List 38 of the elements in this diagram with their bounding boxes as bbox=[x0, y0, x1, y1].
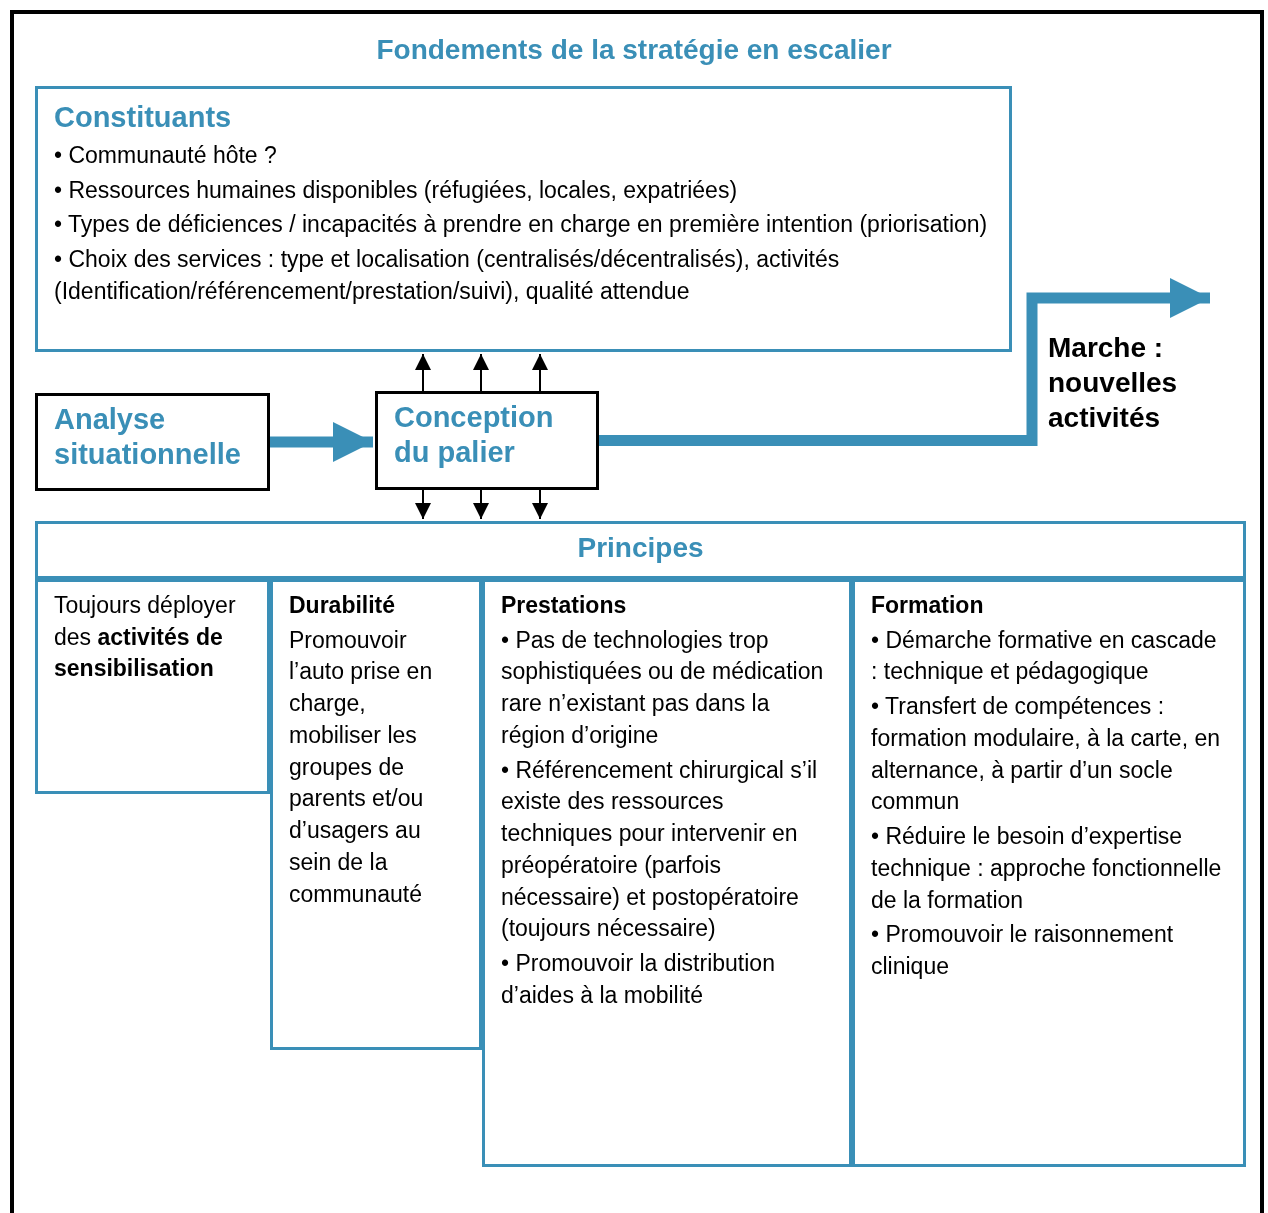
column-heading: Prestations bbox=[501, 591, 628, 620]
constituents-box bbox=[35, 86, 1012, 352]
bullet-item: • Démarche formative en cascade : technique et pédagogique bbox=[871, 625, 1218, 687]
box-heading: Constituants bbox=[54, 100, 233, 135]
thick-arrow bbox=[270, 422, 373, 462]
arrow bbox=[473, 489, 489, 520]
bullet-item: • Choix des services : type et localisation (centralisés/décentralisés), activités (Identification/référencement/prestation/suivi), qualité attendue bbox=[54, 245, 841, 306]
box-title: Conception du palier bbox=[394, 400, 555, 470]
arrow bbox=[415, 489, 431, 520]
principle-column bbox=[270, 579, 482, 1050]
process-box bbox=[375, 391, 599, 490]
box-title: Analyse situationnelle bbox=[54, 402, 242, 472]
body-text: Toujours déployer des activités de sensibilisation bbox=[54, 591, 237, 684]
edge-label: Marche : nouvelles activités bbox=[1048, 331, 1179, 435]
bullet-item: • Pas de technologies trop sophistiquées ou de médication rare n’existant pas dans la région d’origine bbox=[501, 625, 825, 750]
bullet-item: • Référencement chirurgical s’il existe des ressources techniques pour intervenir en préopératoire (parfois nécessaire) et postopératoire (toujours nécessaire) bbox=[501, 755, 819, 944]
diagram-title: Fondements de la stratégie en escalier bbox=[375, 34, 893, 66]
bullet-item: • Réduire le besoin d’expertise technique : approche fonctionnelle de la formation bbox=[871, 822, 1223, 915]
thick-arrow bbox=[599, 278, 1210, 446]
principle-column bbox=[852, 579, 1246, 1167]
column-heading: Formation bbox=[871, 591, 985, 620]
arrow bbox=[415, 353, 431, 392]
principle-column bbox=[482, 579, 852, 1167]
arrow bbox=[532, 489, 548, 520]
header-band bbox=[35, 521, 1246, 579]
bullet-item: • Types de déficiences / incapacités à prendre en charge en première intention (priorisation) bbox=[54, 210, 989, 240]
bullet-item: • Ressources humaines disponibles (réfugiées, locales, expatriées) bbox=[54, 175, 739, 205]
body-text: Promouvoir l’auto prise en charge, mobiliser les groupes de parents et/ou d’usagers au sein de la communauté bbox=[289, 625, 434, 909]
bullet-item: • Communauté hôte ? bbox=[54, 141, 278, 170]
bullet-item: • Transfert de compétences : formation modulaire, à la carte, en alternance, à partir d’un socle commun bbox=[871, 692, 1221, 817]
band-title: Principes bbox=[577, 531, 704, 566]
principle-column bbox=[35, 579, 270, 794]
bullet-item: • Promouvoir la distribution d’aides à la mobilité bbox=[501, 949, 776, 1010]
column-heading: Durabilité bbox=[289, 591, 397, 620]
bullet-item: • Promouvoir le raisonnement clinique bbox=[871, 920, 1175, 982]
arrow bbox=[532, 353, 548, 392]
arrow bbox=[473, 353, 489, 392]
process-box bbox=[35, 393, 270, 491]
